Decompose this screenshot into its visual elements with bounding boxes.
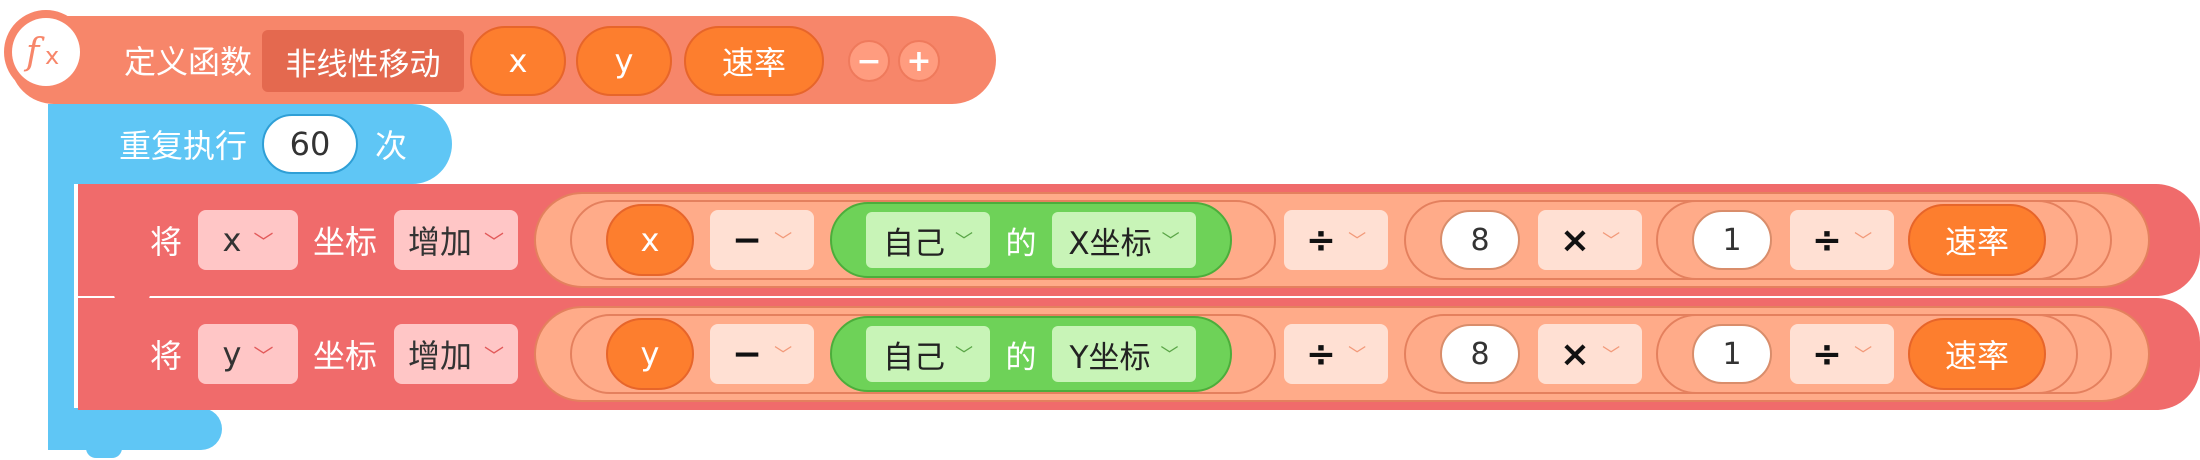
function-fx-icon: f x: [12, 18, 80, 86]
var-x[interactable]: x: [606, 204, 694, 276]
divide-operator[interactable]: ÷﹀: [1284, 210, 1388, 270]
repeat-suffix: 次: [374, 127, 407, 165]
of-label: 的: [1005, 339, 1037, 376]
coord-label: 坐标: [312, 337, 377, 375]
chevron-down-icon: ﹀: [1854, 231, 1873, 252]
property-value: Y坐标: [1069, 339, 1151, 376]
repeat-count-input[interactable]: 60: [262, 114, 358, 174]
chevron-down-icon: ﹀: [1160, 345, 1179, 366]
chevron-down-icon: ﹀: [253, 229, 274, 254]
op-value: 增加: [407, 337, 472, 375]
param-rate[interactable]: 速率: [684, 26, 824, 96]
remove-param-button[interactable]: −: [848, 40, 890, 82]
expression-divide: [1656, 200, 2078, 280]
divide-operator-2[interactable]: ÷﹀: [1790, 324, 1894, 384]
param-x[interactable]: x: [470, 26, 566, 96]
sprite-property-block[interactable]: 自己 ﹀ 的 Y坐标 ﹀: [830, 316, 1232, 392]
op-dropdown[interactable]: 增加 ﹀: [394, 210, 518, 270]
axis-dropdown[interactable]: x﹀: [198, 210, 298, 270]
set-verb: 将: [149, 337, 182, 375]
number-input-8[interactable]: 8: [1440, 324, 1520, 384]
chevron-down-icon: ﹀: [955, 345, 973, 366]
sprite-dropdown[interactable]: 自己 ﹀: [866, 212, 990, 268]
expression-divide: [1656, 314, 2078, 394]
times-sign: ×: [1559, 219, 1591, 261]
change-coordinate-block-x[interactable]: 将 x﹀ 坐标 增加﹀ x −﹀ 自己﹀ 的 X坐标﹀ ÷﹀ 8 ×﹀ 1 ÷﹀…: [78, 184, 2200, 296]
set-verb: 将: [149, 223, 182, 261]
times-operator[interactable]: ×﹀: [1538, 210, 1642, 270]
axis-dropdown[interactable]: y﹀: [198, 324, 298, 384]
minus-operator[interactable]: −﹀: [710, 210, 814, 270]
var-rate[interactable]: 速率: [1908, 204, 2046, 276]
divide-operator[interactable]: ÷﹀: [1284, 324, 1388, 384]
property-dropdown[interactable]: Y坐标 ﹀: [1052, 326, 1196, 382]
axis-value: y: [222, 335, 242, 373]
axis-value: x: [222, 221, 242, 259]
sprite-dropdown[interactable]: 自己 ﹀: [866, 326, 990, 382]
chevron-down-icon: ﹀: [1348, 231, 1367, 252]
function-name-input[interactable]: 非线性移动: [262, 30, 464, 92]
sprite-value: 自己: [883, 225, 945, 262]
chevron-down-icon: ﹀: [484, 229, 504, 254]
number-input-1[interactable]: 1: [1692, 324, 1772, 384]
param-y[interactable]: y: [576, 26, 672, 96]
number-input-1[interactable]: 1: [1692, 210, 1772, 270]
chevron-down-icon: ﹀: [955, 231, 973, 252]
chevron-down-icon: ﹀: [253, 343, 274, 368]
chevron-down-icon: ﹀: [1854, 345, 1873, 366]
coord-label: 坐标: [312, 223, 377, 261]
expression-subtract: [570, 314, 1276, 394]
chevron-down-icon: ﹀: [1602, 345, 1621, 366]
minus-operator[interactable]: −﹀: [710, 324, 814, 384]
divide-sign: ÷: [1305, 219, 1337, 261]
op-dropdown[interactable]: 增加 ﹀: [394, 324, 518, 384]
chevron-down-icon: ﹀: [774, 231, 793, 252]
chevron-down-icon: ﹀: [1348, 345, 1367, 366]
chevron-down-icon: ﹀: [1161, 231, 1180, 252]
var-rate[interactable]: 速率: [1908, 318, 2046, 390]
of-label: 的: [1005, 225, 1037, 262]
repeat-label: 重复执行: [118, 127, 247, 165]
times-operator[interactable]: ×﹀: [1538, 324, 1642, 384]
divide-sign: ÷: [1811, 219, 1843, 261]
define-label: 定义函数: [123, 43, 252, 81]
divide-sign: ÷: [1305, 333, 1337, 375]
property-dropdown[interactable]: X坐标 ﹀: [1052, 212, 1196, 268]
repeat-block[interactable]: 重复执行 60 次: [48, 104, 452, 184]
chevron-down-icon: ﹀: [484, 343, 504, 368]
chevron-down-icon: ﹀: [774, 345, 793, 366]
op-value: 增加: [407, 223, 472, 261]
property-value: X坐标: [1068, 225, 1152, 262]
chevron-down-icon: ﹀: [1602, 231, 1621, 252]
repeat-block-foot: [48, 408, 222, 450]
define-function-block[interactable]: 定义函数 非线性移动 x y 速率 − +: [10, 16, 996, 104]
sprite-value: 自己: [883, 339, 945, 376]
divide-sign: ÷: [1811, 333, 1843, 375]
svg-text:f: f: [23, 32, 45, 73]
change-coordinate-block-y[interactable]: 将 y﹀ 坐标 增加﹀ y −﹀ 自己﹀ 的 Y坐标﹀ ÷﹀ 8 ×﹀ 1 ÷﹀…: [78, 298, 2200, 410]
repeat-notch: [86, 448, 122, 458]
svg-text:x: x: [45, 42, 59, 70]
divide-operator-2[interactable]: ÷﹀: [1790, 210, 1894, 270]
var-y[interactable]: y: [606, 318, 694, 390]
add-param-button[interactable]: +: [898, 40, 940, 82]
number-input-8[interactable]: 8: [1440, 210, 1520, 270]
minus-sign: −: [731, 219, 763, 261]
expression-subtract: [570, 200, 1276, 280]
sprite-property-block[interactable]: 自己 ﹀ 的 X坐标 ﹀: [830, 202, 1232, 278]
minus-sign: −: [731, 333, 763, 375]
times-sign: ×: [1559, 333, 1591, 375]
